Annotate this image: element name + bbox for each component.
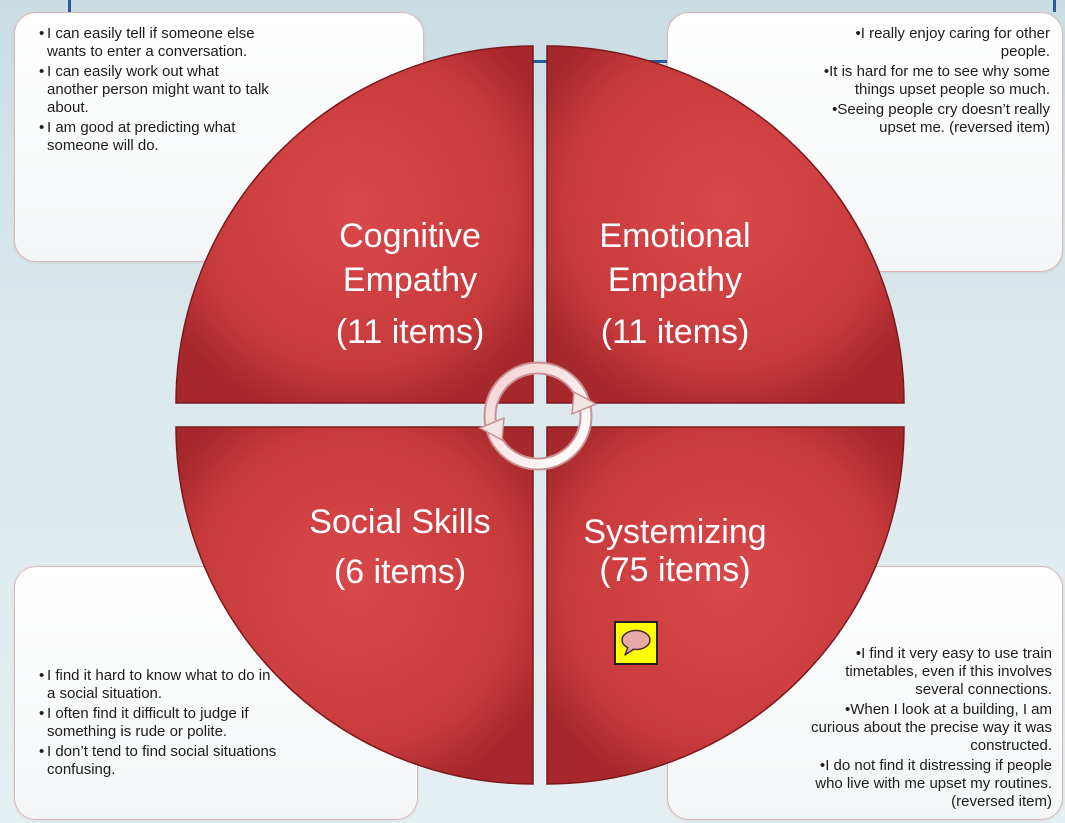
quadrant-title-line1: Social Skills <box>309 503 491 541</box>
emotional-empathy-label: Emotional Empathy (11 items) <box>565 214 785 354</box>
quadrant-title-line1: Systemizing <box>583 513 767 551</box>
quadrant-item-count: (11 items) <box>335 313 485 351</box>
example-item: •I am good at predicting what someone wi… <box>39 119 236 154</box>
speech-bubble-glyph <box>621 629 651 656</box>
example-item: •I can easily tell if someone else wants… <box>39 25 255 60</box>
quadrant-social-skills <box>175 426 534 785</box>
quadrant-item-count: (6 items) <box>333 553 467 591</box>
emotional-empathy-examples-list: •I really enjoy caring for other people.… <box>808 25 1050 137</box>
example-item: •I find it hard to know what to do in a … <box>39 667 271 702</box>
example-item: •It is hard for me to see why some thing… <box>823 63 1050 98</box>
quadrant-item-count: (11 items) <box>600 313 750 351</box>
example-item: •When I look at a building, I am curious… <box>811 701 1052 754</box>
frame-line-left <box>68 0 71 12</box>
quadrant-systemizing <box>546 426 905 785</box>
frame-line-right <box>1053 0 1056 12</box>
example-item: •Seeing people cry doesn’t really upset … <box>832 101 1050 136</box>
systemizing-examples-list: •I find it very easy to use train timeta… <box>798 645 1052 811</box>
quadrant-title-line2: Empathy <box>342 261 478 299</box>
cognitive-empathy-label: Cognitive Empathy (11 items) <box>300 214 520 354</box>
quadrant-title-line1: Cognitive <box>339 217 481 255</box>
example-item: •I often find it difficult to judge if s… <box>39 705 249 740</box>
speech-bubble-icon[interactable] <box>614 621 658 665</box>
cycle-arrows-icon <box>478 361 598 471</box>
example-item: •I find it very easy to use train timeta… <box>845 645 1052 698</box>
quadrant-cognitive-empathy <box>175 45 534 404</box>
quadrant-title-line1: Emotional <box>599 217 751 255</box>
example-item: •I do not find it distressing if people … <box>815 757 1052 810</box>
example-item: •I really enjoy caring for other people. <box>855 25 1050 60</box>
systemizing-label: Systemizing (75 items) <box>560 510 790 592</box>
social-skills-examples-list: •I find it hard to know what to do in a … <box>37 667 277 779</box>
example-item: •I don’t tend to find social situations … <box>39 743 277 778</box>
social-skills-label: Social Skills (6 items) <box>285 500 515 594</box>
example-item: •I can easily work out what another pers… <box>39 63 269 116</box>
quadrant-item-count: (75 items) <box>599 551 751 589</box>
cognitive-empathy-examples-list: •I can easily tell if someone else wants… <box>37 25 273 155</box>
quadrant-title-line2: Empathy <box>607 261 743 299</box>
quadrant-emotional-empathy <box>546 45 905 404</box>
